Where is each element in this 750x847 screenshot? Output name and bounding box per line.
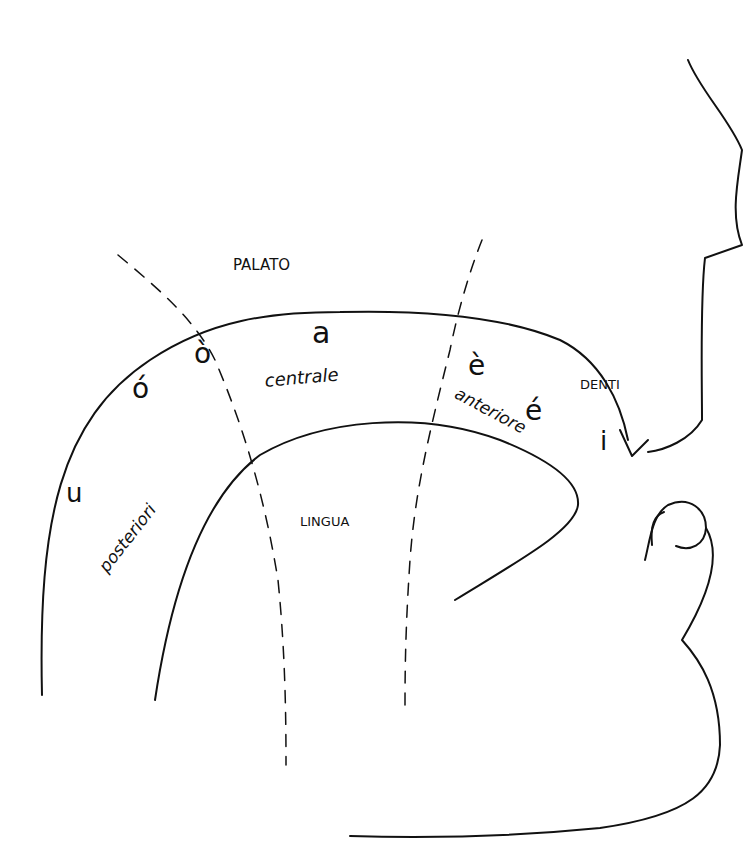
lower-teeth [652,512,664,545]
part-label: LINGUA [300,515,349,528]
vowel-label: a [312,318,330,348]
vowel-label: è [468,352,485,380]
vowel-label: i [600,428,607,454]
palate-outline [42,312,628,695]
face-profile-upper [648,60,742,452]
lower-lip [645,502,706,560]
upper-teeth [620,430,648,456]
division-line [405,240,482,705]
vowel-label: u [66,480,82,506]
part-label: DENTI [580,378,620,391]
vowel-label: ó [132,375,149,403]
vowel-label: ò [194,340,211,368]
region-label: centrale [264,366,339,390]
region-label: posteriori [96,501,159,575]
tongue-outline [155,422,578,700]
region-label: PALATO [233,258,290,273]
